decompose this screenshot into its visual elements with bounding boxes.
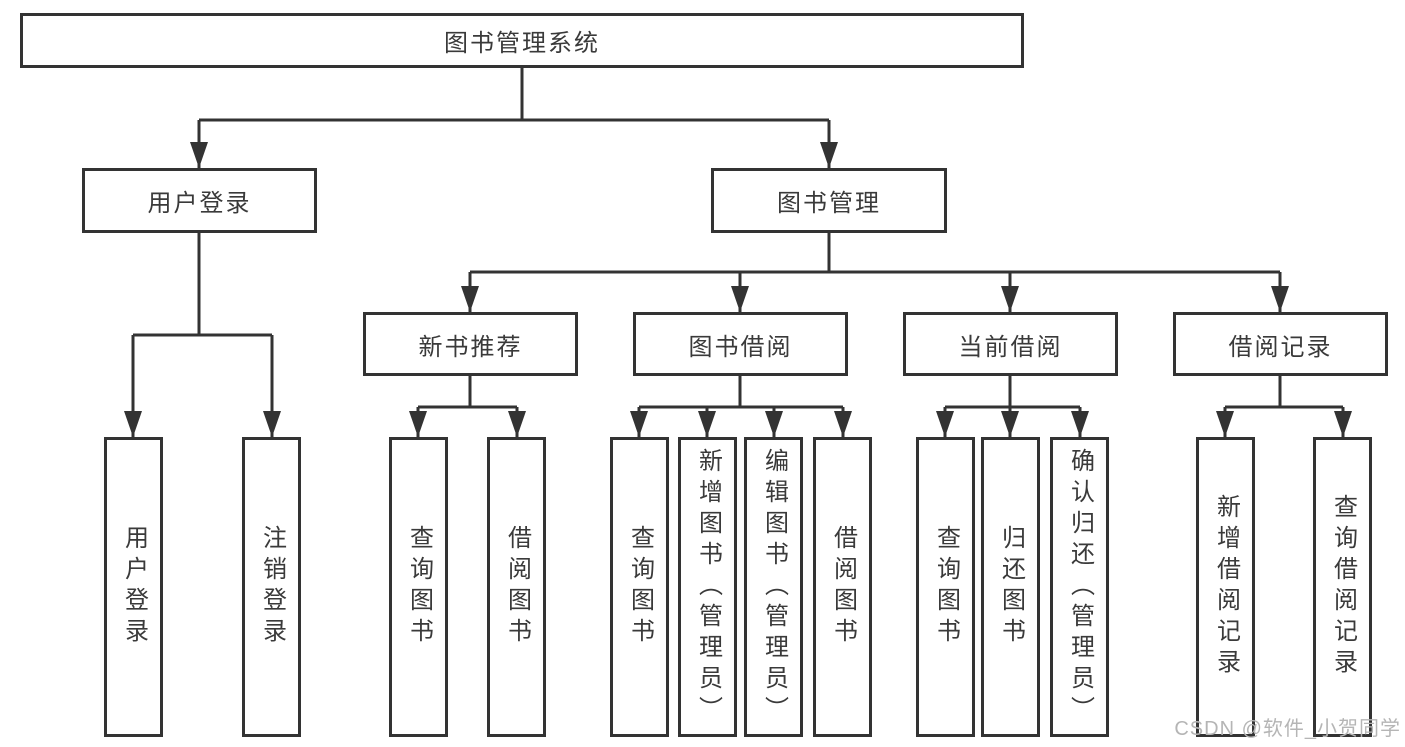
node-book-management: 图书管理 (711, 168, 947, 233)
connector-current-borrow (945, 376, 1080, 409)
leaf-nb-query-books: 查询图书 (389, 437, 448, 737)
leaf-cb-query-books: 查询图书 (916, 437, 975, 737)
csdn-watermark: CSDN @软件_小贺同学 (1174, 718, 1401, 740)
connector-book-mgmt (470, 233, 1280, 274)
connector-root (199, 68, 829, 122)
leaf-logout: 注销登录 (242, 437, 301, 737)
node-borrow-records: 借阅记录 (1173, 312, 1388, 376)
leaf-nb-query-books-label: 查询图书 (405, 525, 433, 649)
leaf-bb-edit-books-admin: 编辑图书（管理员） (744, 437, 803, 737)
connector-book-borrow (639, 376, 843, 409)
node-new-book-recommend: 新书推荐 (363, 312, 578, 376)
leaf-bb-add-books-admin-label: 新增图书（管理员） (694, 447, 722, 727)
leaf-bb-edit-books-admin-label: 编辑图书（管理员） (760, 447, 788, 727)
node-user-login: 用户登录 (82, 168, 317, 233)
leaf-bb-borrow-books: 借阅图书 (813, 437, 872, 737)
leaf-bb-query-books-label: 查询图书 (626, 525, 654, 649)
leaf-bb-query-books: 查询图书 (610, 437, 669, 737)
leaf-nb-borrow-books-label: 借阅图书 (503, 525, 531, 649)
leaf-cb-confirm-return-admin-label: 确认归还（管理员） (1066, 447, 1094, 727)
leaf-bb-borrow-books-label: 借阅图书 (829, 525, 857, 649)
leaf-cb-confirm-return-admin: 确认归还（管理员） (1050, 437, 1109, 737)
leaf-nb-borrow-books: 借阅图书 (487, 437, 546, 737)
node-current-borrow: 当前借阅 (903, 312, 1118, 376)
leaf-user-login: 用户登录 (104, 437, 163, 737)
leaf-br-add-record-label: 新增借阅记录 (1212, 494, 1240, 680)
leaf-cb-query-books-label: 查询图书 (932, 525, 960, 649)
leaf-cb-return-books: 归还图书 (981, 437, 1040, 737)
leaf-logout-label: 注销登录 (258, 525, 286, 649)
leaf-bb-add-books-admin: 新增图书（管理员） (678, 437, 737, 737)
leaf-user-login-label: 用户登录 (120, 525, 148, 649)
connector-new-book (418, 376, 517, 409)
leaf-cb-return-books-label: 归还图书 (997, 525, 1025, 649)
leaf-br-query-record-label: 查询借阅记录 (1329, 494, 1357, 680)
leaf-br-query-record: 查询借阅记录 (1313, 437, 1372, 737)
connector-borrow-records (1225, 376, 1343, 409)
node-book-borrow: 图书借阅 (633, 312, 848, 376)
connector-user-login (133, 233, 272, 337)
leaf-br-add-record: 新增借阅记录 (1196, 437, 1255, 737)
node-library-system: 图书管理系统 (20, 13, 1024, 68)
